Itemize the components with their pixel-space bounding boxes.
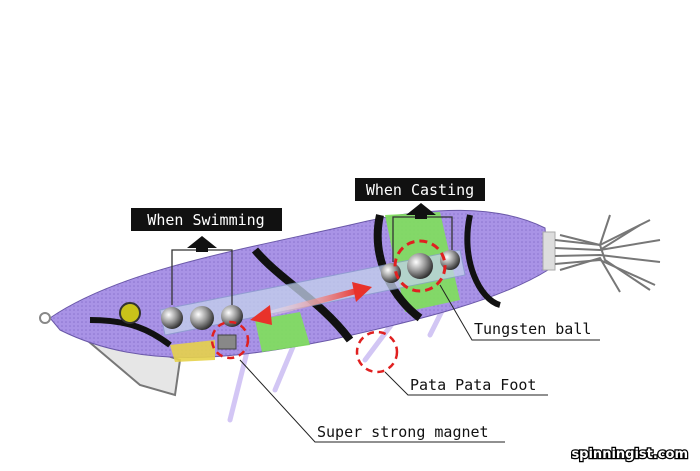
squid-hooks [554,214,661,293]
casting-up-arrow-icon [406,203,436,219]
tungsten-balls [161,250,460,330]
lure-head [542,231,556,271]
eye [119,302,141,324]
when-casting-tag-bg [355,178,485,201]
swimming-up-arrow-icon [187,236,217,252]
foot-leader-line [384,371,548,396]
magnet [217,334,237,350]
when-swimming-tag-bg [131,208,282,231]
when-swimming-label: When Swimming [147,211,264,229]
tungsten-ball-highlight [393,239,447,293]
magnet-leader-line [239,359,505,443]
super-strong-magnet-label: Super strong magnet [317,423,489,441]
foot-highlight [355,330,399,374]
double-arrow-icon [250,282,372,325]
line-eye [39,312,51,324]
pata-pata-foot-label: Pata Pata Foot [410,376,536,394]
tungsten-leader-line [439,284,600,341]
watermark: spinningist.com [571,447,688,462]
when-casting-label: When Casting [366,181,474,199]
tungsten-ball-label: Tungsten ball [474,320,591,338]
magnet-highlight [210,320,250,360]
